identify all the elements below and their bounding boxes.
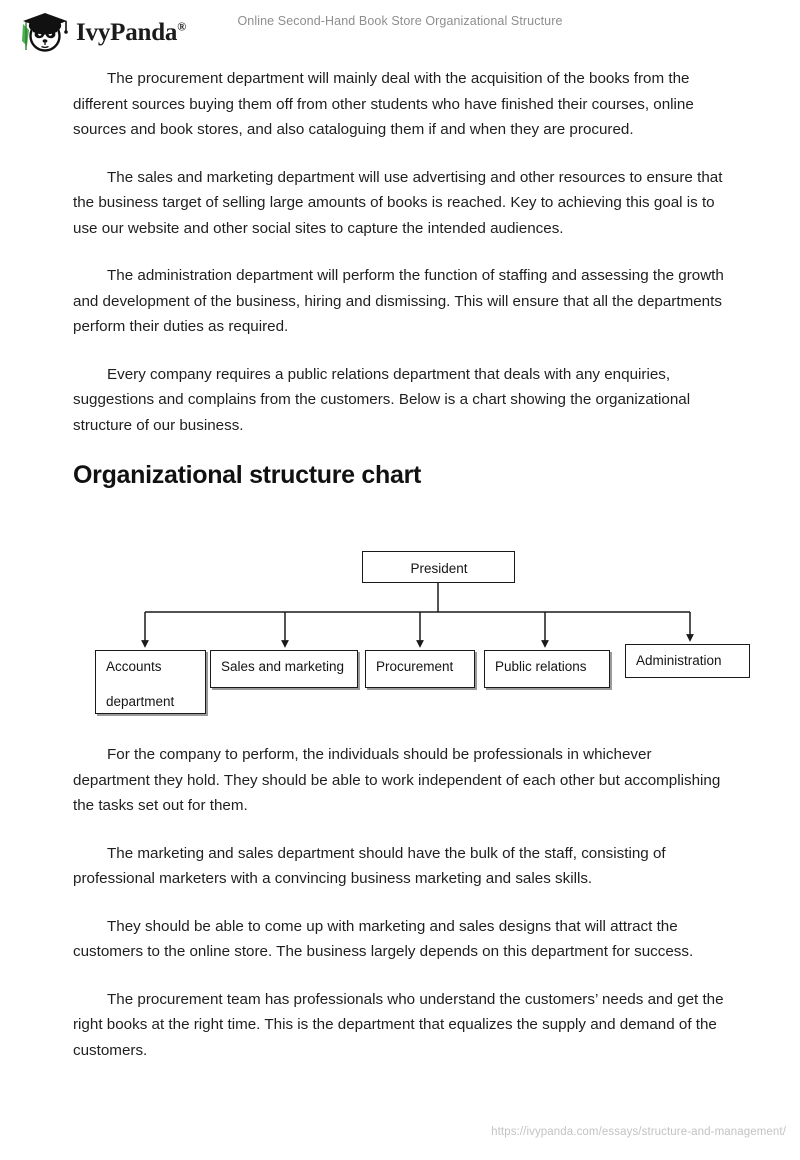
- paragraph-marketing-staff: The marketing and sales department shoul…: [73, 844, 666, 888]
- org-node-administration[interactable]: Administration: [625, 644, 750, 678]
- org-node-accounts-label-line1: Accounts: [106, 659, 162, 674]
- org-node-president[interactable]: President: [362, 551, 515, 583]
- org-node-president-label: President: [410, 561, 468, 576]
- paragraph-administration: The administration department will perfo…: [73, 267, 724, 335]
- page-footer-source-url[interactable]: https://ivypanda.com/essays/structure-an…: [491, 1126, 786, 1138]
- paragraph-sales-marketing: The sales and marketing department will …: [73, 168, 723, 237]
- section-heading-org-chart: Organizational structure chart: [73, 461, 422, 489]
- brand-name: IvyPanda®: [76, 20, 186, 45]
- org-node-sales-and-marketing[interactable]: Sales and marketing: [210, 650, 358, 688]
- document-content-after-chart: For the company to perform, the individu…: [73, 742, 727, 1085]
- paragraph-public-relations: Every company requires a public relation…: [73, 365, 691, 434]
- page-header: IvyPanda® Online Second-Hand Book Store …: [0, 0, 800, 58]
- org-node-public-relations[interactable]: Public relations: [484, 650, 610, 688]
- org-node-public-relations-label: Public relations: [495, 659, 587, 674]
- organizational-structure-chart: President Accounts department Sales and …: [80, 540, 760, 730]
- paragraph-professionals: For the company to perform, the individu…: [73, 746, 721, 814]
- registered-mark: ®: [177, 19, 186, 34]
- paragraph-marketing-designs: They should be able to come up with mark…: [73, 917, 694, 961]
- document-content: The procurement department will mainly d…: [73, 66, 727, 490]
- org-node-sales-label: Sales and marketing: [221, 659, 345, 674]
- paragraph-procurement: The procurement department will mainly d…: [73, 70, 694, 138]
- brand-name-text: IvyPanda: [76, 18, 178, 46]
- org-node-accounts-department[interactable]: Accounts department: [95, 650, 206, 714]
- paragraph-procurement-team: The procurement team has professionals w…: [73, 990, 724, 1059]
- org-node-administration-label: Administration: [636, 653, 722, 668]
- org-node-procurement-label: Procurement: [376, 659, 454, 674]
- org-node-accounts-label-line2: department: [106, 694, 175, 709]
- brand-logo-block: IvyPanda®: [14, 10, 186, 54]
- org-node-procurement[interactable]: Procurement: [365, 650, 475, 688]
- panda-graduate-logo-icon: [22, 13, 68, 52]
- org-chart-connectors: [141, 583, 694, 648]
- document-header-title: Online Second-Hand Book Store Organizati…: [237, 14, 563, 28]
